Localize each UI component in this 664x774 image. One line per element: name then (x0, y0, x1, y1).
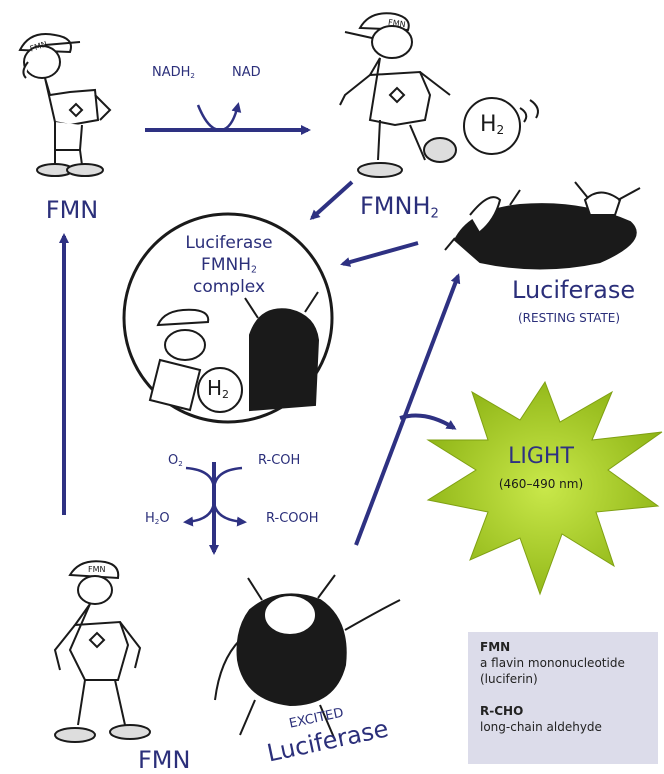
arrow-fmnh2-to-complex (312, 182, 352, 218)
arrow-o2-in (186, 468, 214, 490)
arrow-rcooh-out (214, 500, 244, 522)
legend-def-rcho: long-chain aldehyde (480, 720, 602, 735)
o2-label: O2 (168, 454, 183, 467)
complex-line2-main: FMNH (201, 255, 251, 275)
legend-term-rcho: R-CHO (480, 704, 523, 719)
h2o-main1: H (145, 511, 155, 526)
fmnh2-main: FMNH (360, 192, 431, 220)
nad-label: NAD (232, 66, 261, 79)
legend-def-fmn-line2: (luciferin) (480, 672, 538, 687)
nadh2-main: NADH (152, 65, 190, 80)
h2-complex-sub: 2 (222, 388, 229, 401)
wavelength-label: (460–490 nm) (499, 478, 583, 490)
fmnh2-sub: 2 (431, 206, 439, 221)
luciferase-resting-label: Luciferase (512, 278, 635, 302)
legend-box: FMN a flavin mononucleotide (luciferin) … (468, 632, 658, 764)
fmn-label-top: FMN (46, 198, 98, 222)
fmn-character-top-left (20, 34, 110, 176)
arrow-excited-to-resting (356, 276, 458, 545)
r-cooh-label: R-COOH (266, 512, 319, 525)
o2-main: O (168, 453, 178, 468)
complex-line2-sub: 2 (251, 264, 257, 275)
cap-text-bottom-left: FMN (88, 566, 106, 574)
h2-complex-label: H2 (207, 378, 229, 400)
light-label: LIGHT (508, 446, 574, 468)
arrow-nadh-to-nad (198, 105, 238, 130)
r-coh-label: R-COH (258, 454, 300, 467)
h2-ball-main: H (480, 112, 497, 137)
fmn-character-bottom-left (55, 561, 150, 742)
h2o-label: H2O (145, 512, 170, 525)
legend-def-fmn-line1: a flavin mononucleotide (480, 656, 625, 671)
legend-term-fmn: FMN (480, 640, 510, 655)
nadh2-label: NADH2 (152, 66, 195, 79)
complex-title-line2: FMNH2 (201, 257, 257, 275)
h2o-main2: O (159, 511, 169, 526)
h2-complex-main: H (207, 376, 222, 400)
fmn-label-bottom: FMN (138, 748, 190, 772)
fmnh2-character (340, 13, 538, 177)
luciferase-resting-character (445, 182, 640, 269)
arrow-h2o-out (186, 500, 214, 522)
resting-state-label: (RESTING STATE) (518, 312, 620, 324)
h2-ball-label: H2 (480, 114, 504, 136)
h2-ball-sub: 2 (497, 123, 505, 137)
fmnh2-label: FMNH2 (360, 194, 439, 221)
arrow-to-light (400, 416, 454, 428)
complex-title-line1: Luciferase (185, 235, 272, 252)
o2-sub: 2 (178, 459, 183, 468)
nadh2-sub: 2 (190, 71, 195, 80)
arrow-luciferase-to-complex (343, 243, 418, 264)
arrow-rcoh-in (214, 468, 242, 490)
complex-title-line3: complex (193, 279, 265, 296)
